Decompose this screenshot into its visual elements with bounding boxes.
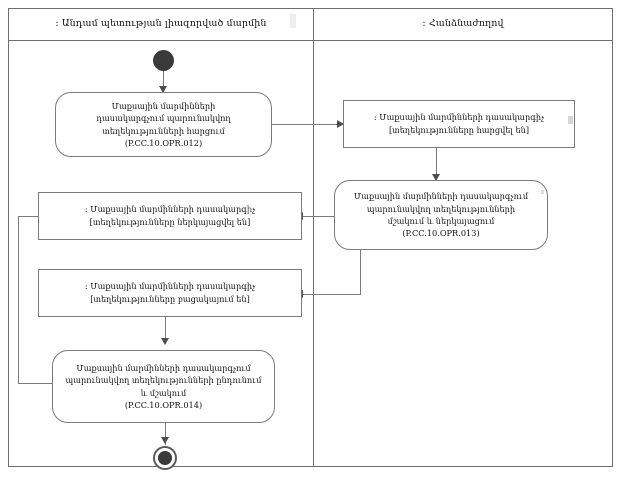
object-node-classifier-absent-label: : Մաքսային մարմինների դասակարգիչ [տեղեկո… xyxy=(84,280,256,304)
arrowhead-down-icon xyxy=(432,174,440,181)
flow-action-013-to-object-presented-h xyxy=(303,216,334,217)
arrowhead-right-icon xyxy=(337,120,344,128)
scan-artifact-mark xyxy=(541,190,544,194)
action-node-opr-014-label: Մաքսային մարմինների դասակարգչում պարունա… xyxy=(65,362,262,410)
flow-initial-to-action-012 xyxy=(163,71,164,93)
action-node-opr-013[interactable]: Մաքսային մարմինների դասակարգչում պարունա… xyxy=(334,180,548,250)
flow-action-013-to-object-absent-h xyxy=(303,294,361,295)
action-node-opr-012-label: Մաքսային մարմինների դասակարգչում պարունա… xyxy=(96,100,231,148)
arrowhead-down-icon xyxy=(161,338,169,345)
swimlane-separator xyxy=(313,8,314,467)
object-node-classifier-requested[interactable]: : Մաքսային մարմինների դասակարգիչ [տեղեկո… xyxy=(343,100,575,148)
swimlane-header-separator xyxy=(8,40,613,41)
object-node-classifier-presented[interactable]: : Մաքսային մարմինների դասակարգիչ [տեղեկո… xyxy=(38,192,302,240)
arrowhead-down-icon xyxy=(159,86,167,93)
object-node-classifier-presented-label: : Մաքսային մարմինների դասակարգիչ [տեղեկո… xyxy=(84,203,256,227)
flow-action-012-to-object-requested xyxy=(272,124,340,125)
flow-object-presented-down-rail xyxy=(18,216,19,383)
final-node-core xyxy=(158,451,172,465)
action-node-opr-014[interactable]: Մաքսային մարմինների դասակարգչում պարունա… xyxy=(52,350,275,423)
action-node-opr-012[interactable]: Մաքսային մարմինների դասակարգչում պարունա… xyxy=(55,92,272,157)
flow-action-013-to-object-absent-v xyxy=(360,250,361,294)
object-node-classifier-absent[interactable]: : Մաքսային մարմինների դասակարգիչ [տեղեկո… xyxy=(38,269,302,317)
swimlane-header-member-state-authority: : Անդամ պետության լիազորված մարմին xyxy=(55,18,267,30)
swimlane-header-commission: : Հանձնաժողով xyxy=(422,18,504,30)
final-node xyxy=(153,446,177,470)
action-node-opr-013-label: Մաքսային մարմինների դասակարգչում պարունա… xyxy=(353,191,529,239)
scan-artifact-mark xyxy=(247,204,251,216)
scan-artifact-mark xyxy=(290,14,296,28)
scan-artifact-mark xyxy=(568,116,573,124)
flow-object-presented-left-stub xyxy=(18,216,38,217)
arrowhead-down-icon xyxy=(161,437,169,444)
flow-object-requested-to-action-013 xyxy=(436,148,437,180)
flow-action-014-to-final xyxy=(165,423,166,445)
object-node-classifier-requested-label: : Մաքսային մարմինների դասակարգիչ [տեղեկո… xyxy=(373,111,545,135)
flow-object-presented-to-action-014-h xyxy=(18,383,65,384)
flow-object-absent-to-action-014 xyxy=(165,317,166,344)
initial-node xyxy=(153,50,174,71)
